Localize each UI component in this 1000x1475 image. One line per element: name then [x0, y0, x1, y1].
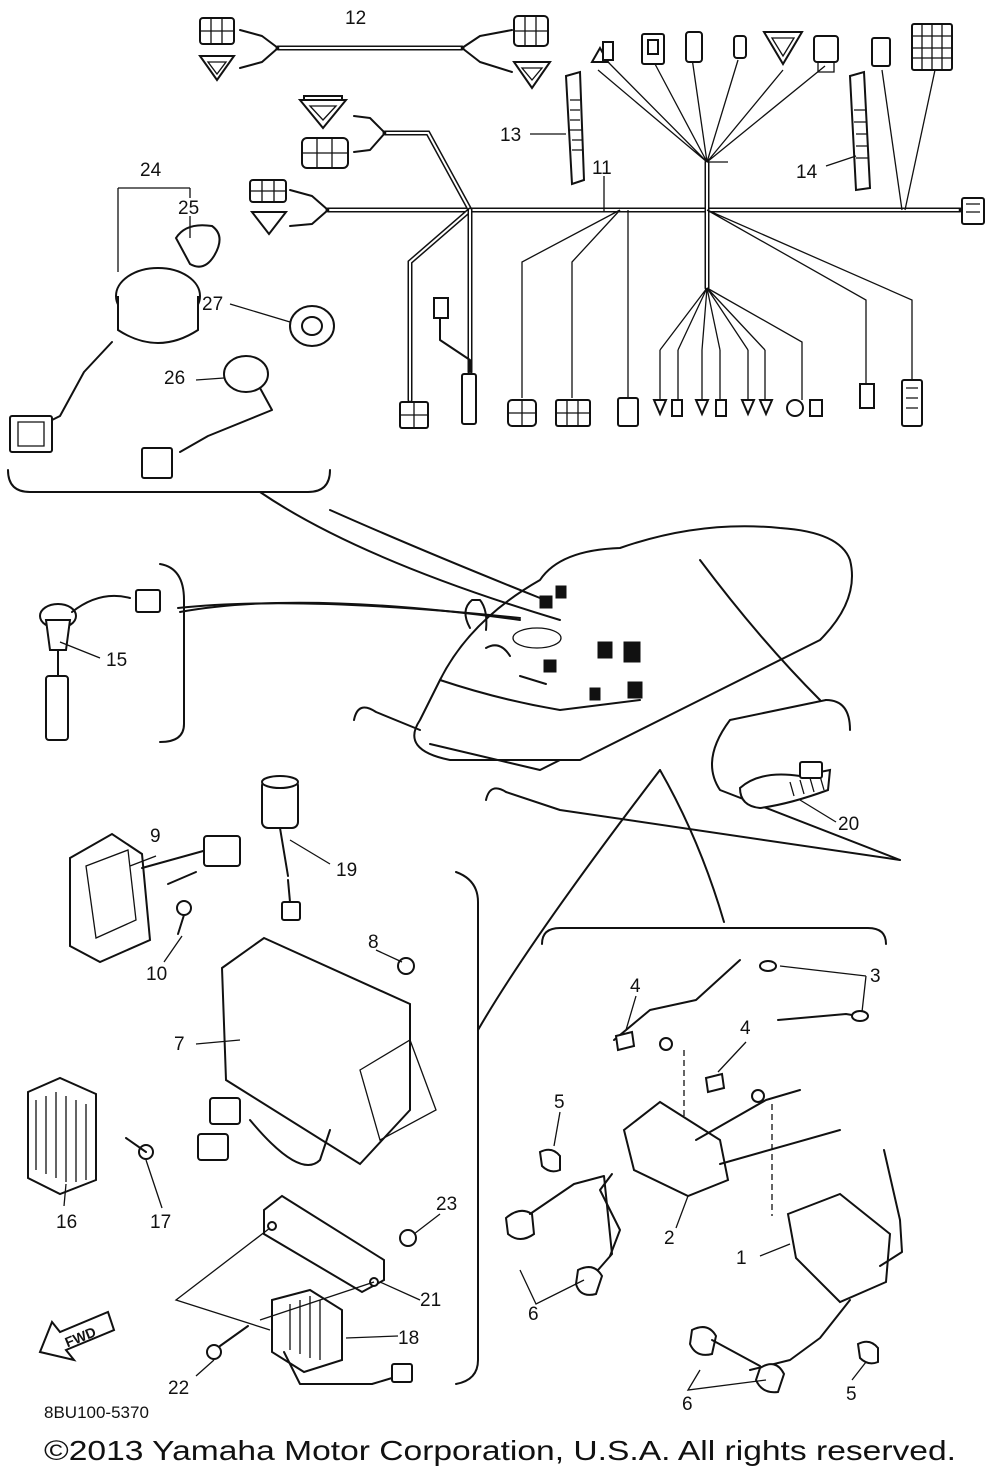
- callout-16: 16: [56, 1212, 77, 1233]
- callout-17: 17: [150, 1212, 171, 1233]
- callout-4b: 4: [740, 1018, 751, 1039]
- fwd-label: FWD: [63, 1324, 99, 1351]
- callout-2: 2: [664, 1228, 675, 1249]
- callout-12: 12: [345, 8, 366, 29]
- ignition-coil-group: [504, 769, 903, 1394]
- callout-11: 11: [592, 158, 612, 179]
- cdi-unit-group: [197, 769, 661, 1385]
- part-code: 8BU100-5370: [44, 1403, 149, 1422]
- fwd-arrow-icon: [38, 1310, 116, 1362]
- callout-14: 14: [796, 162, 818, 183]
- part-16-rectifier: [27, 1076, 97, 1196]
- part-15-switch: [39, 563, 185, 743]
- callout-22: 22: [168, 1378, 189, 1399]
- part-19-condenser: [261, 775, 301, 921]
- callout-19: 19: [336, 860, 357, 881]
- callout-6a: 6: [528, 1304, 539, 1325]
- part-18-relay: [271, 1288, 413, 1385]
- part-9-resistor: [69, 832, 241, 964]
- callout-10: 10: [146, 964, 167, 985]
- callout-13: 13: [500, 125, 521, 146]
- callout-5b: 5: [846, 1384, 857, 1405]
- leader-to-part-15: [179, 601, 521, 621]
- callout-4a: 4: [630, 976, 641, 997]
- assembly-leaders: [174, 1227, 375, 1331]
- part-21-bracket: [263, 1194, 385, 1294]
- part-23-grommet: [399, 1229, 417, 1247]
- callout-21: 21: [420, 1290, 441, 1311]
- callout-6b: 6: [682, 1394, 693, 1415]
- copyright-notice: ©2013 Yamaha Motor Corporation, U.S.A. A…: [44, 1435, 956, 1466]
- main-switch-group: [7, 187, 335, 493]
- callout-8: 8: [368, 932, 379, 953]
- callout-7: 7: [174, 1034, 185, 1055]
- callout-leaders: [59, 133, 867, 1381]
- part-22-bolt: [206, 1325, 249, 1360]
- callout-3: 3: [870, 966, 881, 987]
- leader-to-switch-group: [259, 491, 561, 621]
- callout-20: 20: [838, 814, 859, 835]
- part-10-bolt: [176, 900, 192, 935]
- callout-5a: 5: [554, 1092, 565, 1113]
- part-11-main-harness: [249, 23, 985, 429]
- callout-25: 25: [178, 198, 199, 219]
- callout-26: 26: [164, 368, 185, 389]
- callout-27: 27: [202, 294, 223, 315]
- callout-18: 18: [398, 1328, 419, 1349]
- part-20-band: [711, 699, 901, 861]
- callout-24: 24: [140, 160, 162, 181]
- callout-15: 15: [106, 650, 127, 671]
- part-14-cable-band: [848, 70, 872, 192]
- part-13-cable-band: [564, 70, 586, 186]
- snowmobile-outline: [177, 509, 901, 861]
- part-17-bolt: [125, 1137, 154, 1160]
- part-12-sub-harness: [198, 15, 552, 90]
- callout-9: 9: [150, 826, 161, 847]
- callout-23: 23: [436, 1194, 457, 1215]
- callout-1: 1: [736, 1248, 747, 1269]
